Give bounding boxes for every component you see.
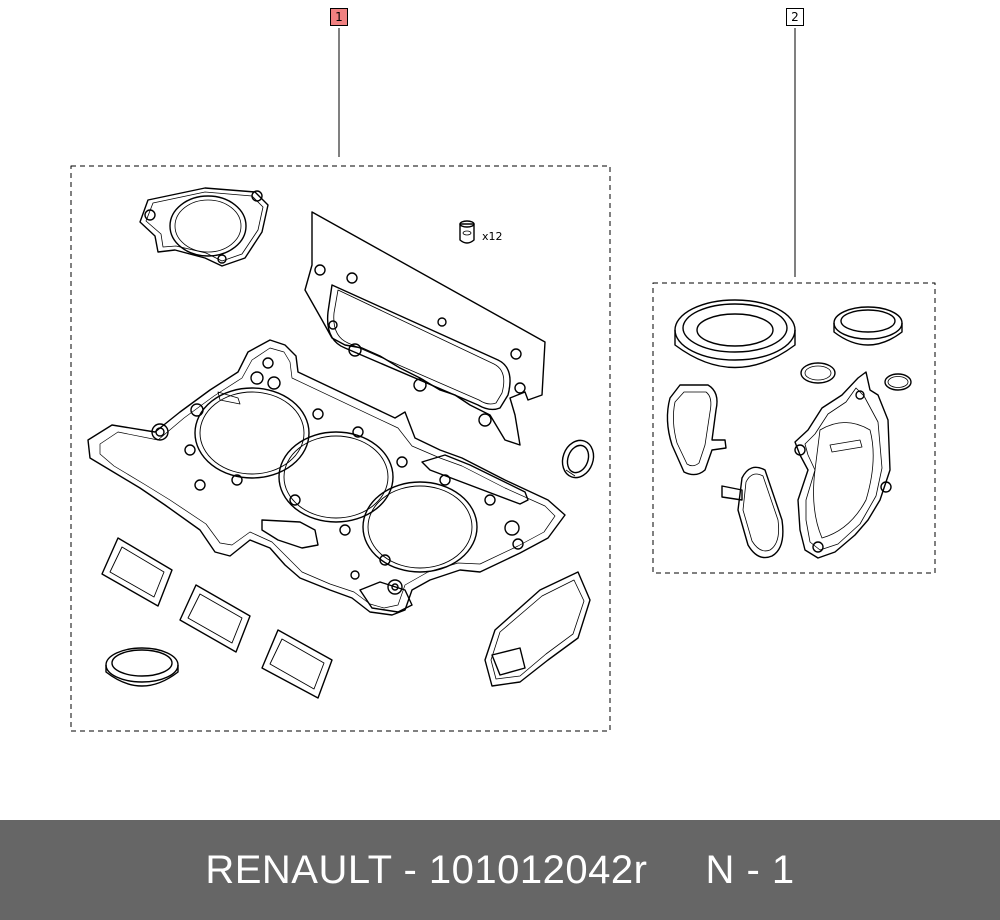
callout-2[interactable]: 2 [786,8,804,26]
oval-gasket [721,466,784,559]
kit-1-boundary [70,165,611,732]
large-oil-seal [674,299,796,369]
small-oil-seal [833,306,903,346]
intake-gasket-2 [179,584,251,653]
footer-bar: RENAULT - 101012042r N - 1 [0,820,1000,920]
o-ring-2 [884,373,912,391]
cylinder-head-gasket [87,339,566,616]
o-ring-1 [800,362,836,384]
kit-2-boundary [652,282,936,574]
valve-seal-quantity: x12 [482,230,503,243]
part-number-caption: RENAULT - 101012042r N - 1 [205,847,795,892]
exploded-parts-diagram [70,28,936,732]
callout-1[interactable]: 1 [330,8,348,26]
callout-2-label: 2 [791,10,799,24]
pump-housing-gasket [666,384,727,476]
exhaust-manifold-gasket [304,211,546,446]
throttle-gasket [139,187,269,267]
water-pump-gasket [794,371,892,559]
intake-gasket-3 [261,629,333,699]
callout-1-label: 1 [335,10,343,24]
outlet-gasket [484,571,591,687]
small-round-seal [561,439,595,479]
intake-gasket-1 [101,537,173,607]
o-ring-1-inner [804,365,832,381]
o-ring-2-inner [887,376,909,388]
valve-stem-seal [459,220,475,244]
ring-seal-bottom [105,647,179,687]
